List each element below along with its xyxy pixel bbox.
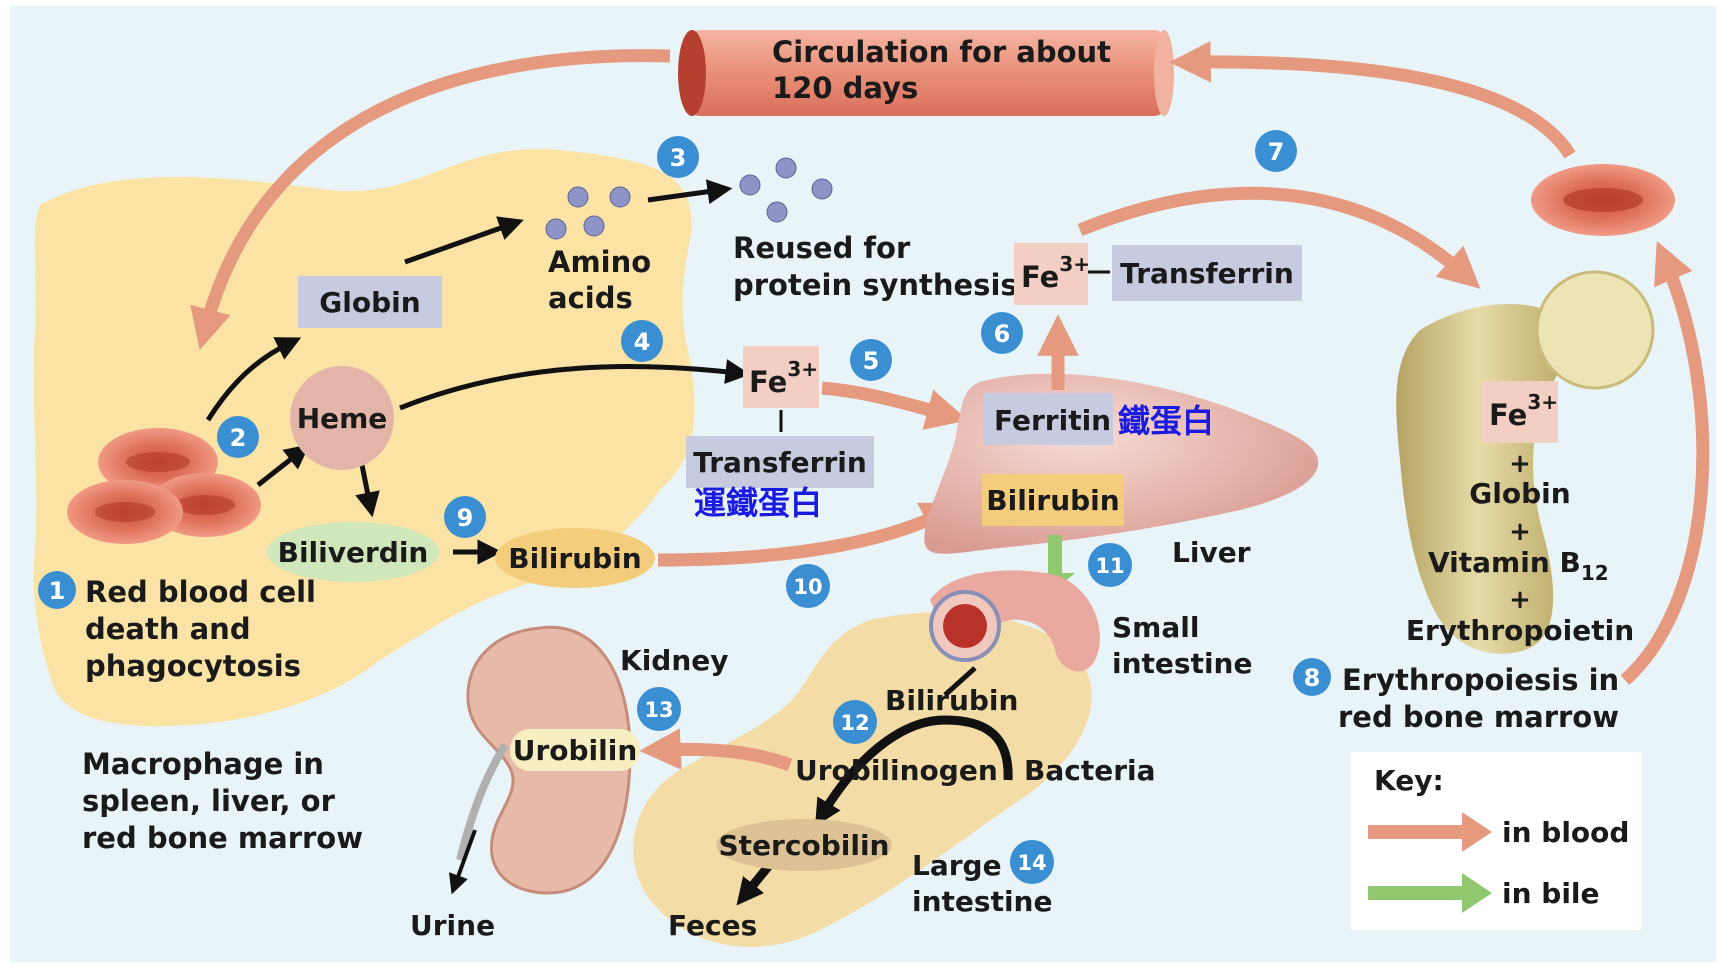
liver-label: Liver [1172, 536, 1251, 569]
key-bile-label: in bile [1502, 877, 1600, 910]
erythropoietin-label: Erythropoietin [1406, 614, 1634, 647]
ferritin-cjk-label: 鐵蛋白 [1118, 402, 1214, 440]
marrow-plus-2: + [1509, 517, 1531, 547]
svg-text:14: 14 [1017, 851, 1046, 875]
macrophage-label: Macrophage in spleen, liver, or red bone… [82, 747, 363, 855]
step-badge-1: 1 [38, 571, 76, 609]
step-badge-7: 7 [1255, 130, 1297, 172]
marrow-plus-3: + [1509, 585, 1531, 615]
svg-text:5: 5 [863, 347, 880, 375]
step-badge-5: 5 [850, 339, 892, 381]
new-red-blood-cell [1531, 164, 1675, 236]
step-badge-14: 14 [1010, 840, 1054, 884]
svg-text:12: 12 [840, 711, 869, 735]
globin-label: Globin [319, 286, 420, 319]
svg-text:3: 3 [670, 144, 687, 172]
bilirubin-label: Bilirubin [508, 542, 641, 575]
step-badge-6: 6 [981, 312, 1023, 354]
marrow-plus-1: + [1509, 449, 1531, 479]
svg-text:4: 4 [634, 328, 651, 356]
step-badge-8: 8 [1293, 658, 1331, 696]
svg-text:1: 1 [49, 577, 66, 605]
transferrin-label: Transferrin [693, 446, 867, 479]
step-badge-12: 12 [833, 700, 877, 744]
step-badge-2: 2 [217, 416, 259, 458]
feces-label: Feces [668, 909, 757, 942]
svg-text:2: 2 [230, 424, 247, 452]
stercobilin-label: Stercobilin [719, 829, 890, 862]
intestine-bilirubin-label: Bilirubin [885, 684, 1018, 717]
liver-bilirubin-label: Bilirubin [986, 484, 1119, 517]
ferritin-label: Ferritin [994, 404, 1111, 437]
step-badge-4: 4 [621, 320, 663, 362]
step-badge-10: 10 [786, 564, 830, 608]
urobilin-label: Urobilin [513, 734, 638, 767]
step-badge-11: 11 [1088, 543, 1132, 587]
biliverdin-label: Biliverdin [278, 536, 429, 569]
kidney-label: Kidney [620, 644, 729, 677]
svg-text:13: 13 [644, 698, 673, 722]
transferrin-cjk-label: 運鐵蛋白 [694, 484, 822, 522]
urobilinogen-label: Urobilinogen [795, 754, 998, 787]
step-badge-9: 9 [444, 496, 486, 538]
svg-text:11: 11 [1095, 554, 1124, 578]
urine-label: Urine [410, 909, 495, 942]
bacteria-label: Bacteria [1024, 754, 1156, 787]
svg-text:8: 8 [1304, 664, 1321, 692]
key-title: Key: [1374, 764, 1444, 797]
marrow-globin-label: Globin [1469, 477, 1570, 510]
heme-label: Heme [297, 402, 388, 435]
svg-text:9: 9 [457, 504, 474, 532]
svg-text:10: 10 [793, 575, 822, 599]
liver-transferrin-label: Transferrin [1120, 257, 1294, 290]
step-badge-13: 13 [637, 687, 681, 731]
svg-text:6: 6 [994, 320, 1011, 348]
svg-text:7: 7 [1268, 138, 1285, 166]
step-badge-3: 3 [657, 136, 699, 178]
key-blood-label: in blood [1502, 816, 1629, 849]
